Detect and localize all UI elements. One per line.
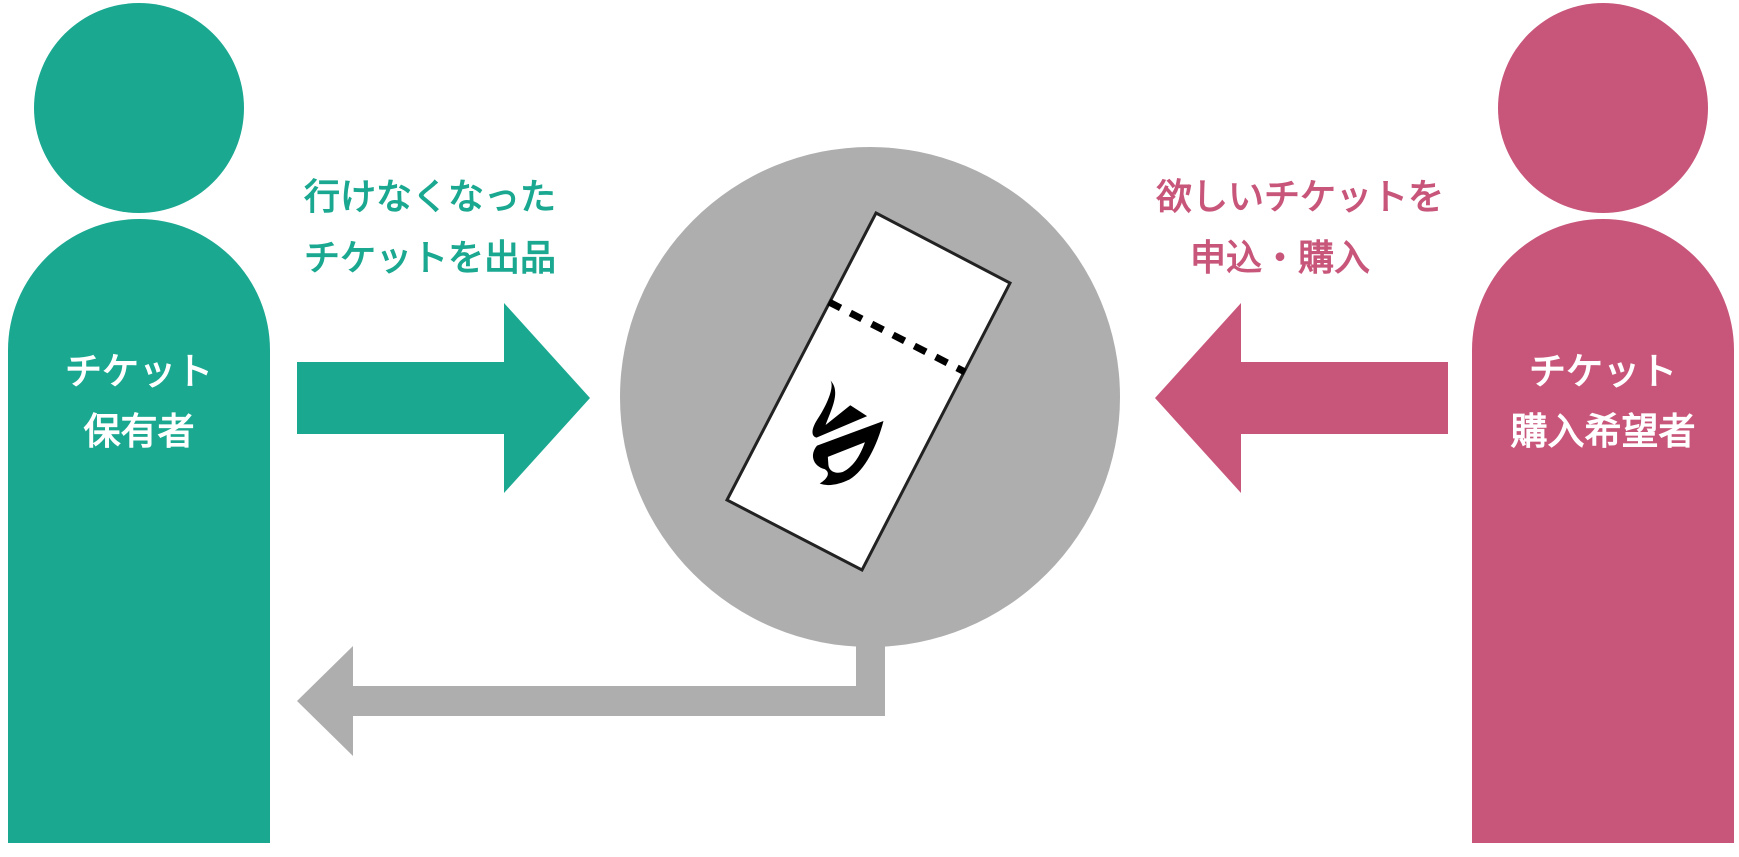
buyer-head bbox=[1498, 3, 1708, 213]
brand-logo-icon bbox=[812, 380, 884, 486]
seller-label-line1: チケット bbox=[65, 350, 213, 393]
buyer-label-line1: チケット bbox=[1529, 350, 1677, 393]
arrow-left-icon bbox=[1155, 303, 1448, 493]
seller-body bbox=[8, 219, 270, 843]
seller-action-line1: 行けなくなった bbox=[304, 177, 556, 218]
ticket-shape bbox=[724, 210, 1013, 573]
arrow-return-left-icon bbox=[297, 640, 885, 756]
seller-label-line2: 保有者 bbox=[84, 410, 195, 453]
buyer-label-line2: 購入希望者 bbox=[1511, 410, 1696, 453]
buyer-action-line2: 申込・購入 bbox=[1190, 238, 1370, 279]
arrow-right-icon bbox=[297, 303, 590, 493]
buyer-action-line1: 欲しいチケットを bbox=[1155, 177, 1444, 218]
seller-action-line2: チケットを出品 bbox=[304, 238, 556, 279]
ticket-perforation bbox=[827, 298, 967, 376]
seller-head bbox=[34, 3, 244, 213]
seller-figure: チケット 保有者 bbox=[8, 3, 270, 843]
buyer-body bbox=[1472, 219, 1734, 843]
buyer-figure: チケット 購入希望者 bbox=[1472, 3, 1734, 843]
ticket-icon bbox=[724, 210, 1013, 573]
